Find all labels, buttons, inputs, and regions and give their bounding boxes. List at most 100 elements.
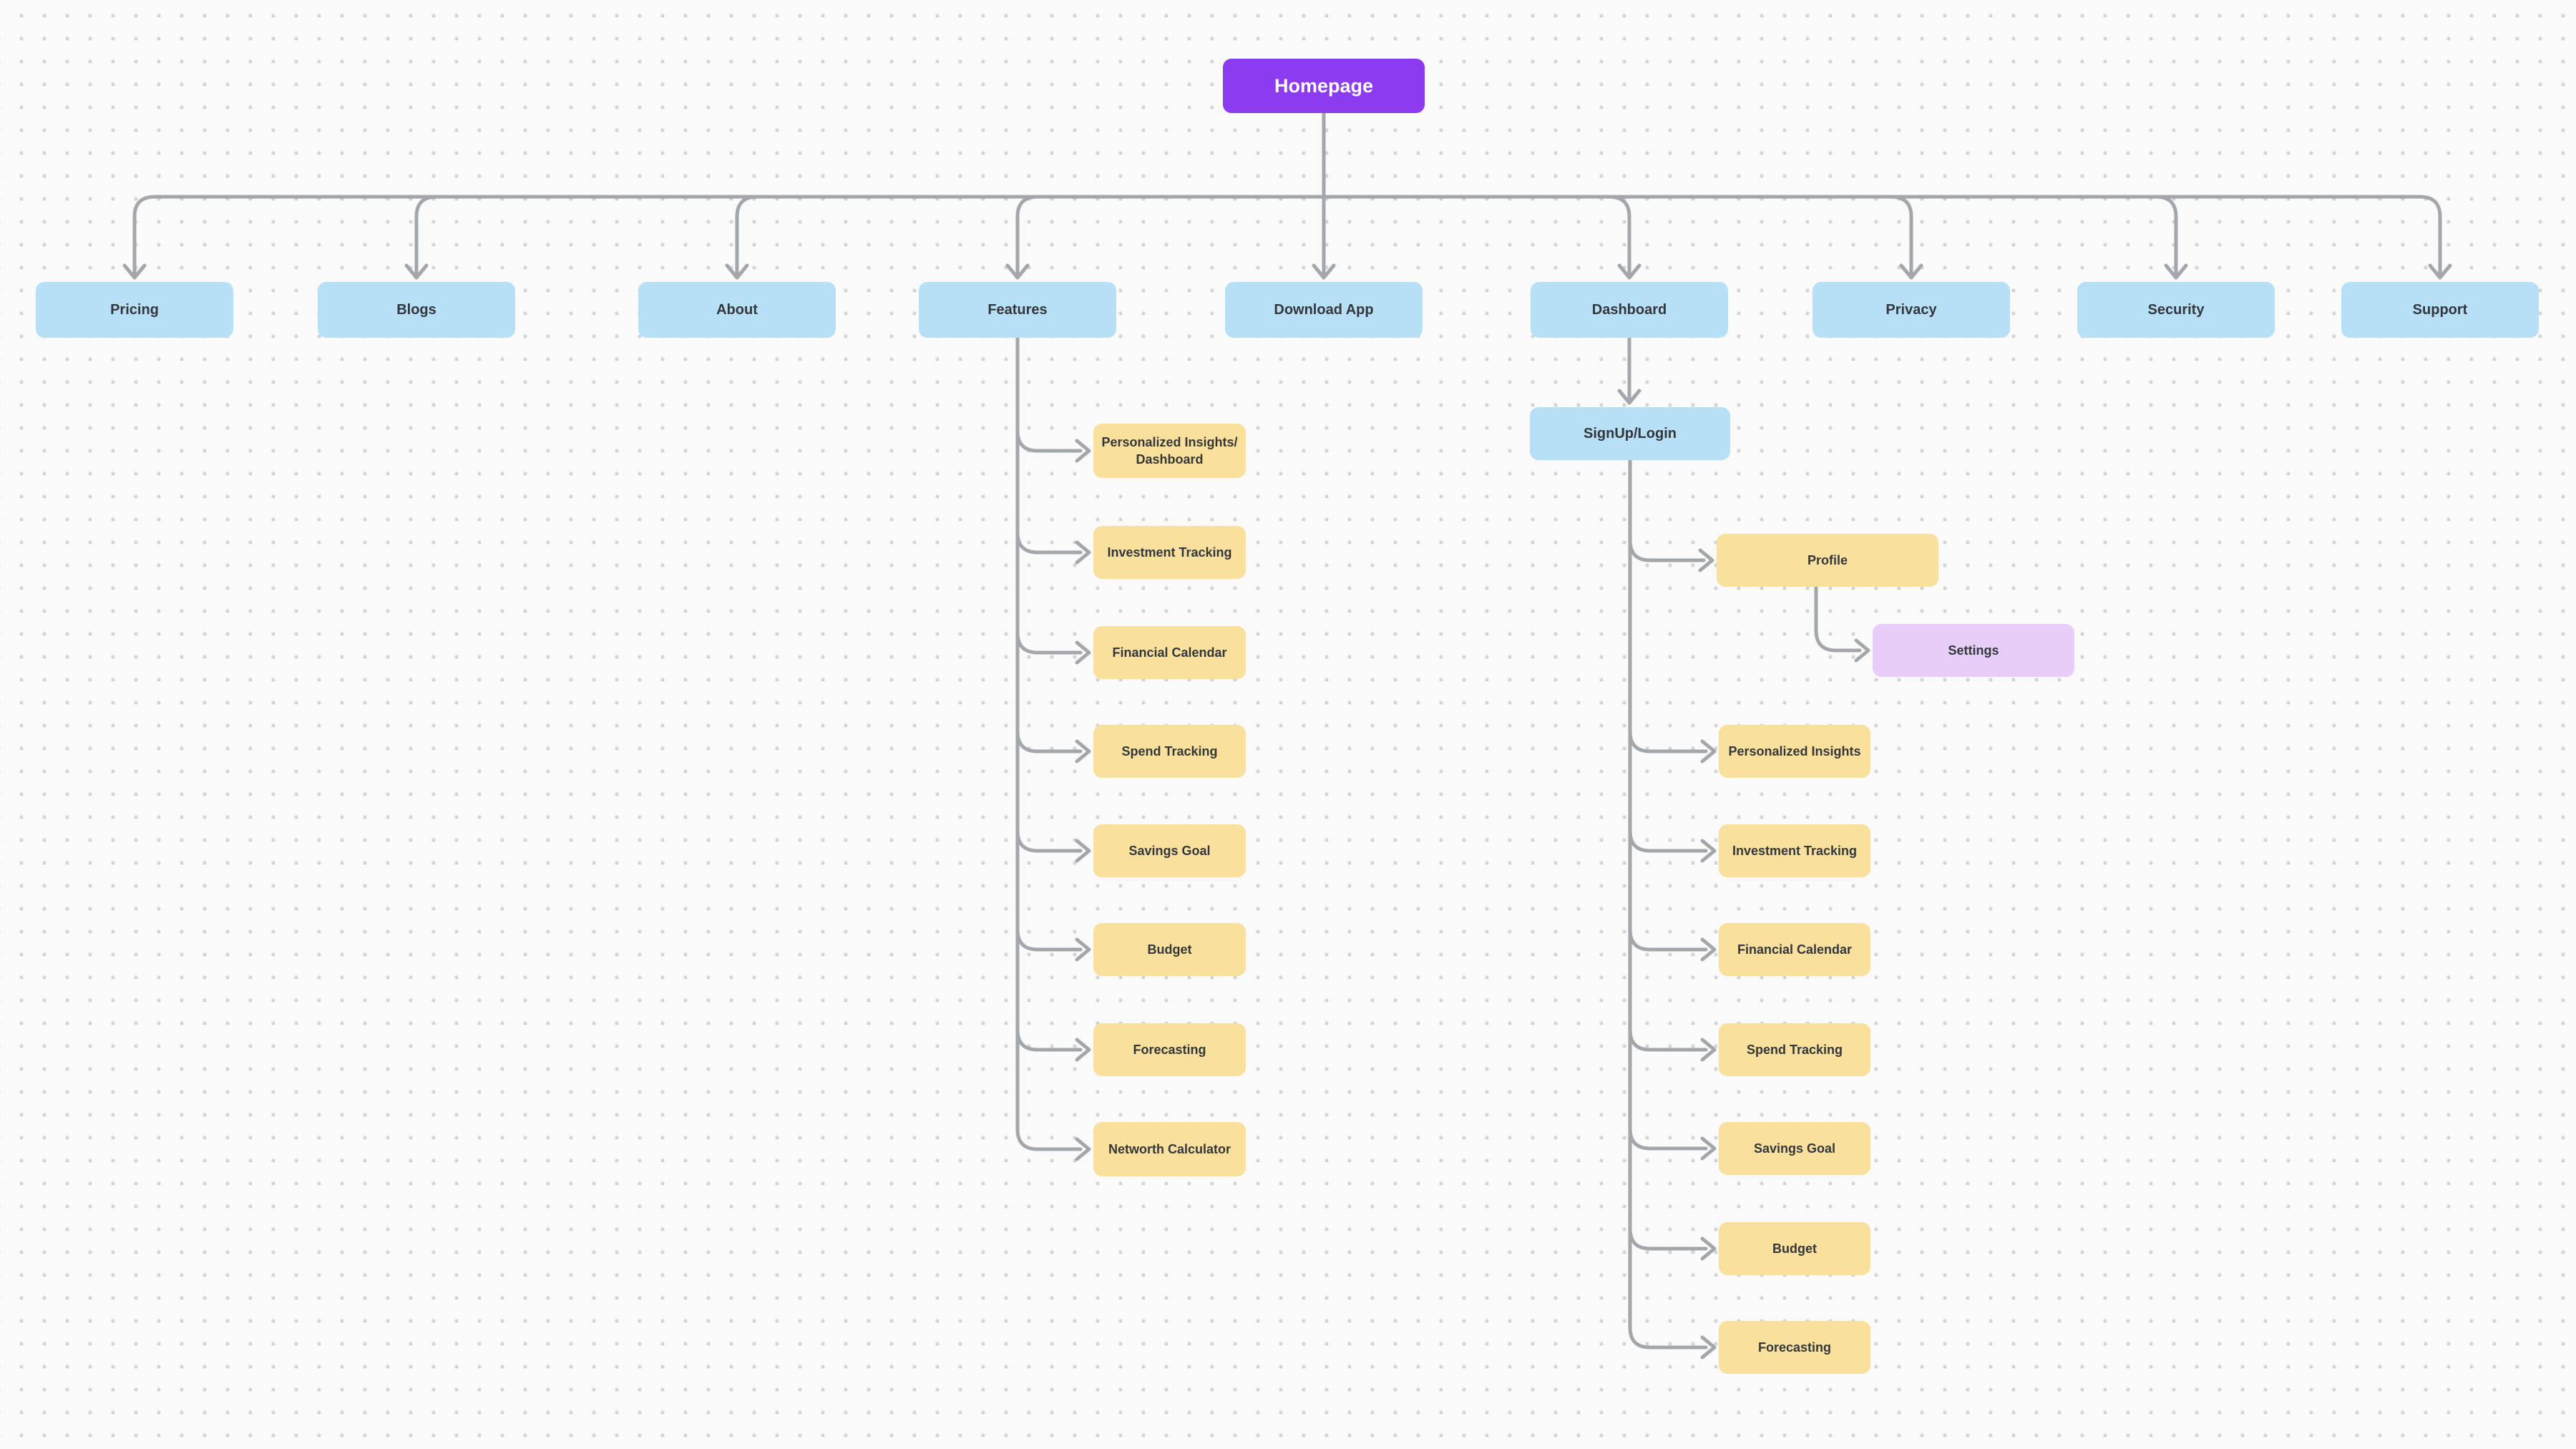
- connector: [1322, 195, 2178, 280]
- node-label: Blogs: [396, 301, 436, 318]
- node-settings[interactable]: Settings: [1873, 624, 2074, 677]
- connector: [1628, 927, 1708, 952]
- connector: [1075, 839, 1091, 863]
- connector: [1075, 540, 1091, 565]
- connector: [1628, 538, 1706, 562]
- connector: [1005, 263, 1030, 280]
- node-dash-budget[interactable]: Budget: [1719, 1222, 1870, 1275]
- node-feat-forecasting[interactable]: Forecasting: [1093, 1023, 1246, 1076]
- node-feat-investment[interactable]: Investment Tracking: [1093, 526, 1246, 579]
- node-label: Settings: [1948, 643, 1999, 658]
- node-dash-calendar[interactable]: Financial Calendar: [1719, 923, 1870, 976]
- connector: [1015, 1127, 1083, 1151]
- connector: [1700, 1038, 1717, 1062]
- connector: [1015, 530, 1083, 555]
- connector: [1015, 429, 1083, 453]
- connector: [725, 263, 749, 280]
- connector: [1617, 263, 1641, 280]
- connector: [404, 263, 429, 280]
- node-label: Savings Goal: [1753, 1141, 1836, 1156]
- node-label: Spend Tracking: [1121, 743, 1218, 758]
- connector: [1322, 195, 1913, 280]
- connector: [1322, 195, 1631, 280]
- node-dash-investment[interactable]: Investment Tracking: [1719, 824, 1870, 877]
- node-label: Forecasting: [1133, 1042, 1206, 1057]
- connector: [414, 195, 1326, 280]
- connector: [1700, 1335, 1717, 1360]
- connector: [1015, 630, 1083, 655]
- node-feat-networth[interactable]: Networth Calculator: [1093, 1122, 1246, 1176]
- connector: [1015, 927, 1083, 952]
- node-label: Dashboard: [1591, 301, 1667, 318]
- node-dash-insights[interactable]: Personalized Insights: [1719, 725, 1870, 778]
- node-label: Budget: [1772, 1241, 1817, 1256]
- node-pricing[interactable]: Pricing: [36, 282, 233, 338]
- node-label: Investment Tracking: [1732, 843, 1858, 858]
- node-label: Profile: [1807, 552, 1848, 567]
- connector: [1322, 195, 2442, 280]
- node-label: About: [716, 301, 758, 318]
- node-label: Forecasting: [1757, 1340, 1832, 1355]
- node-dash-forecasting[interactable]: Forecasting: [1719, 1321, 1870, 1374]
- connector: [1075, 1038, 1091, 1062]
- node-privacy[interactable]: Privacy: [1813, 282, 2010, 338]
- connector: [1015, 729, 1083, 753]
- node-homepage[interactable]: Homepage: [1223, 59, 1425, 113]
- node-label: SignUp/Login: [1584, 425, 1677, 441]
- connector: [1628, 829, 1708, 853]
- connector: [1899, 263, 1923, 280]
- connector: [1075, 439, 1091, 463]
- node-label: Personalized Insights: [1728, 743, 1861, 758]
- node-security[interactable]: Security: [2077, 282, 2275, 338]
- connector: [1628, 1226, 1708, 1251]
- node-support[interactable]: Support: [2341, 282, 2539, 338]
- node-blogs[interactable]: Blogs: [318, 282, 515, 338]
- connector: [1075, 937, 1091, 962]
- connector: [1617, 389, 1641, 405]
- node-label: Budget: [1147, 942, 1192, 957]
- connector: [2164, 263, 2188, 280]
- connector: [1700, 937, 1717, 962]
- connector: [1698, 548, 1714, 572]
- node-dash-savings[interactable]: Savings Goal: [1719, 1122, 1870, 1175]
- node-download-app[interactable]: Download App: [1225, 282, 1423, 338]
- node-feat-savings[interactable]: Savings Goal: [1093, 824, 1246, 877]
- node-profile[interactable]: Profile: [1717, 534, 1938, 587]
- node-feat-budget[interactable]: Budget: [1093, 923, 1246, 976]
- node-label: Download App: [1274, 301, 1374, 318]
- connector: [1075, 1137, 1091, 1161]
- connector: [1015, 1028, 1083, 1052]
- node-label: Support: [2412, 301, 2468, 318]
- node-label: Features: [987, 301, 1048, 318]
- connector: [1700, 839, 1717, 863]
- connector: [1700, 739, 1717, 763]
- connector: [1015, 829, 1083, 853]
- connector: [1015, 195, 1326, 280]
- connector: [1814, 585, 1862, 653]
- node-signup-login[interactable]: SignUp/Login: [1530, 407, 1730, 460]
- connector: [1700, 1136, 1717, 1161]
- connector: [1075, 640, 1091, 665]
- node-features[interactable]: Features: [919, 282, 1116, 338]
- node-label: Pricing: [110, 301, 159, 318]
- node-label: Spend Tracking: [1746, 1042, 1843, 1057]
- connector: [1700, 1236, 1717, 1261]
- node-label: Savings Goal: [1128, 843, 1211, 858]
- node-dashboard[interactable]: Dashboard: [1531, 282, 1728, 338]
- node-feat-insights[interactable]: Personalized Insights/ Dashboard: [1093, 424, 1246, 478]
- node-feat-spend[interactable]: Spend Tracking: [1093, 725, 1246, 778]
- connector: [1628, 1325, 1708, 1350]
- node-label: Networth Calculator: [1108, 1141, 1231, 1156]
- node-label: Privacy: [1885, 301, 1937, 318]
- node-about[interactable]: About: [638, 282, 836, 338]
- connector: [2428, 263, 2452, 280]
- connector: [1628, 1028, 1708, 1052]
- connector: [735, 195, 1326, 280]
- connector: [1312, 263, 1336, 280]
- node-feat-calendar[interactable]: Financial Calendar: [1093, 626, 1246, 679]
- connector: [132, 195, 1326, 280]
- node-label: Security: [2147, 301, 2205, 318]
- node-dash-spend[interactable]: Spend Tracking: [1719, 1023, 1870, 1076]
